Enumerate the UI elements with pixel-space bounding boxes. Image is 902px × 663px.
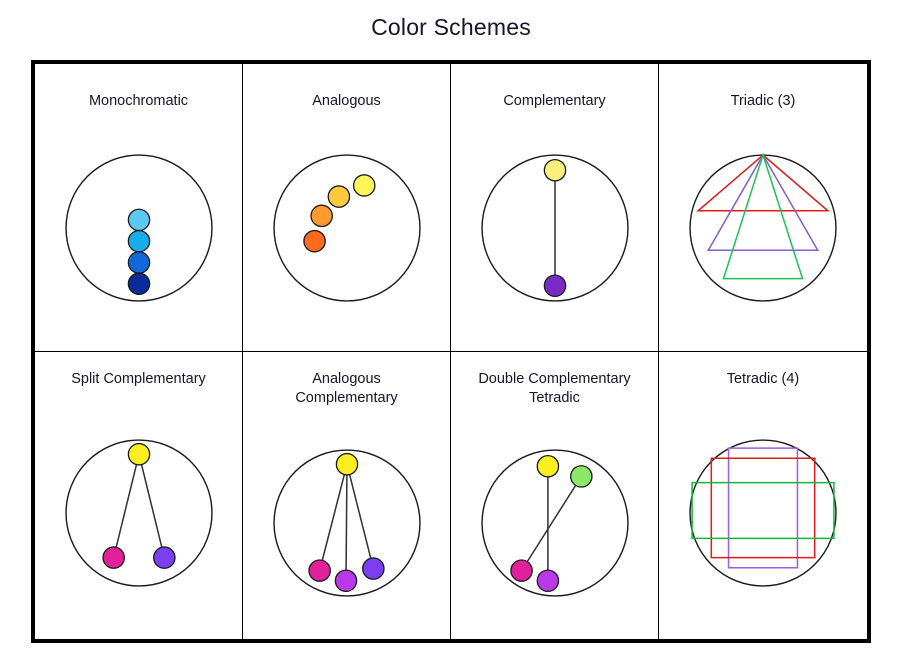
swatch-yellow[interactable] bbox=[127, 442, 150, 466]
color-wheel-analogous-complementary bbox=[243, 407, 450, 639]
harmony-line-1 bbox=[520, 475, 582, 571]
panel-split-complementary: Split Complementary bbox=[35, 351, 243, 639]
panel-analogous-complementary: Analogous Complementary bbox=[243, 351, 451, 639]
color-wheel-monochromatic bbox=[35, 106, 242, 351]
harmony-line-2 bbox=[345, 463, 374, 569]
panel-complementary: Complementary bbox=[451, 64, 659, 352]
panel-triadic: Triadic (3) bbox=[659, 64, 867, 352]
swatch-yellow[interactable] bbox=[352, 174, 376, 197]
wheel-outline-tetradic bbox=[689, 439, 837, 587]
swatch-gold[interactable] bbox=[327, 185, 350, 208]
harmony-line-1 bbox=[137, 454, 165, 558]
harmony-line-0 bbox=[318, 463, 348, 571]
swatch-light-blue[interactable] bbox=[127, 208, 150, 232]
swatch-magenta[interactable] bbox=[307, 559, 331, 582]
panel-title-triadic: Triadic (3) bbox=[730, 93, 796, 109]
swatch-green[interactable] bbox=[569, 464, 593, 488]
color-wheel-complementary bbox=[451, 106, 658, 351]
wheel-outline-double-complementary-tetradic bbox=[480, 449, 629, 597]
swatch-purple[interactable] bbox=[543, 274, 566, 298]
swatch-blue-violet[interactable] bbox=[152, 546, 176, 569]
swatch-orchid-purple[interactable] bbox=[334, 569, 357, 592]
wheel-outline-split-complementary bbox=[64, 439, 213, 587]
swatch-sky-blue[interactable] bbox=[127, 229, 150, 253]
color-wheel-split-complementary bbox=[35, 387, 242, 639]
panel-title-complementary: Complementary bbox=[503, 93, 606, 109]
harmony-line-1 bbox=[344, 464, 348, 581]
color-wheel-triadic bbox=[659, 106, 867, 351]
color-wheel-tetradic bbox=[659, 387, 867, 639]
panel-title-split-complementary: Split Complementary bbox=[71, 370, 206, 387]
color-wheel-double-complementary-tetradic bbox=[451, 407, 658, 639]
panel-double-complementary-tetradic: Double Complementary Tetradic bbox=[451, 351, 659, 639]
swatch-medium-blue[interactable] bbox=[127, 251, 150, 274]
swatch-orchid-purple[interactable] bbox=[536, 569, 559, 592]
swatch-yellow[interactable] bbox=[335, 452, 358, 476]
panel-tetradic: Tetradic (4) bbox=[659, 352, 867, 640]
swatch-dark-navy-blue[interactable] bbox=[127, 272, 150, 296]
swatch-magenta[interactable] bbox=[509, 559, 533, 582]
shape-purple-rectangle bbox=[727, 447, 799, 569]
shape-green-triangle bbox=[722, 152, 804, 280]
panel-analogous: Analogous bbox=[243, 64, 451, 352]
panel-monochromatic: Monochromatic bbox=[35, 64, 243, 352]
shape-purple-triangle bbox=[706, 153, 820, 252]
panel-title-tetradic: Tetradic (4) bbox=[726, 370, 800, 387]
shape-red-triangle bbox=[696, 154, 830, 212]
swatch-orange[interactable] bbox=[309, 204, 333, 228]
color-wheel-analogous bbox=[243, 106, 450, 351]
swatch-yellow[interactable] bbox=[536, 454, 559, 478]
panel-title-double-complementary-tetradic: Double Complementary Tetradic bbox=[478, 370, 631, 407]
swatch-yellow[interactable] bbox=[543, 158, 566, 182]
swatch-magenta[interactable] bbox=[101, 546, 125, 569]
harmony-line-0 bbox=[112, 454, 140, 558]
shape-red-rectangle bbox=[710, 457, 816, 559]
panel-title-analogous-complementary: Analogous Complementary bbox=[295, 370, 398, 407]
page-title: Color Schemes bbox=[371, 14, 531, 40]
swatch-deep-orange[interactable] bbox=[302, 229, 326, 253]
color-schemes-grid: Monochromatic Analogous Complementary Triad… bbox=[31, 60, 871, 643]
shape-green-rectangle bbox=[691, 481, 835, 540]
panel-title-analogous: Analogous bbox=[312, 93, 381, 109]
panel-title-monochromatic: Monochromatic bbox=[88, 93, 189, 109]
swatch-blue-violet[interactable] bbox=[361, 557, 385, 580]
wheel-outline-analogous bbox=[272, 154, 421, 302]
